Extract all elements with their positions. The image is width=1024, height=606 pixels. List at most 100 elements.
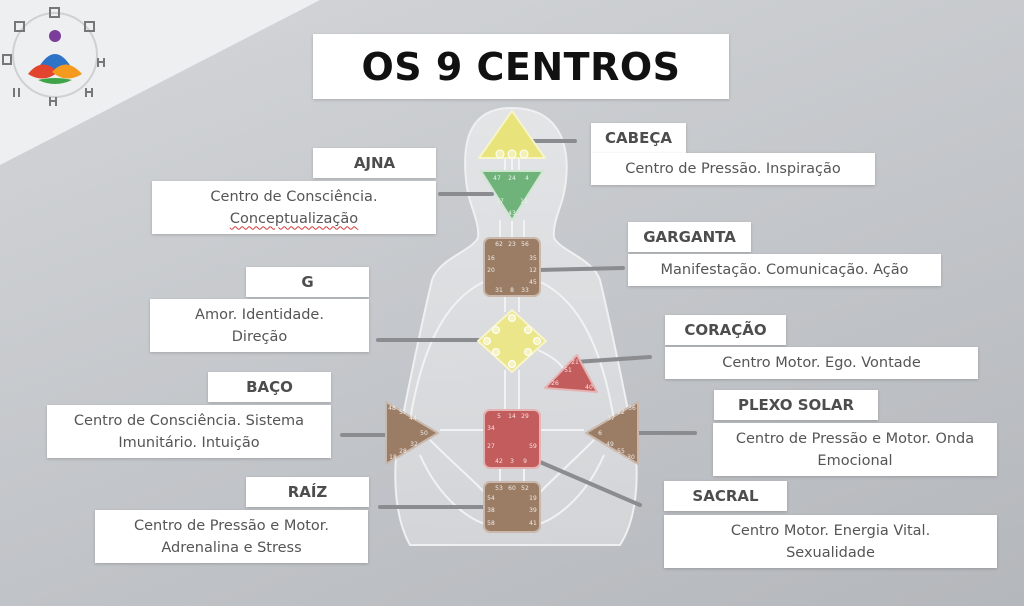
gate-4: 4 (525, 175, 529, 182)
center-desc-g: Amor. Identidade. Direção (150, 299, 369, 352)
ajna-center-shape (480, 170, 544, 221)
gate-43: 43 (508, 210, 516, 217)
center-desc-raiz: Centro de Pressão e Motor. Adrenalina e … (95, 510, 368, 563)
gate-54: 54 (487, 495, 495, 502)
gate-18: 18 (389, 454, 397, 461)
gate-22: 22 (617, 409, 625, 416)
throat-center: 62 23 56 16 35 20 12 45 31 8 33 (483, 237, 541, 297)
gate-57: 57 (399, 409, 407, 416)
desc-line: Direção (231, 328, 288, 345)
g-center-shape (477, 309, 547, 373)
gate-32: 32 (410, 441, 418, 448)
gate-3: 3 (510, 458, 514, 465)
gate-44: 44 (409, 415, 417, 422)
gate-35: 35 (529, 255, 537, 262)
gate-5: 5 (497, 413, 501, 420)
solar-plexus-center-shape (585, 401, 639, 465)
desc-line: Centro de Pressão. Inspiração (625, 161, 841, 177)
spleen-center: 48 57 44 50 32 28 18 (385, 401, 439, 465)
heart-center: 21 51 26 40 (544, 354, 598, 393)
desc-line: Conceptualização (229, 210, 359, 227)
gate-11: 11 (520, 198, 528, 205)
gate-52: 52 (521, 485, 529, 492)
gate-47: 47 (493, 175, 501, 182)
spleen-center-shape (385, 401, 439, 465)
center-desc-coracao: Centro Motor. Ego. Vontade (665, 347, 978, 379)
gate-19: 19 (529, 495, 537, 502)
gate-45: 45 (529, 279, 537, 286)
gate-48: 48 (388, 405, 396, 412)
gate-51: 51 (564, 367, 572, 374)
g-center (477, 309, 547, 373)
gate-14: 14 (508, 413, 516, 420)
heart-center-shape (544, 354, 598, 393)
gate-36: 36 (628, 405, 636, 412)
center-desc-sacral: Centro Motor. Energia Vital. Sexualidade (664, 515, 997, 568)
center-name-plexo: PLEXO SOLAR (714, 390, 878, 420)
gate-60: 60 (508, 485, 516, 492)
desc-line: Centro de Pressão e Motor. Onda (735, 430, 975, 447)
gate-38: 38 (487, 507, 495, 514)
gate-42: 42 (495, 458, 503, 465)
gate-6: 6 (598, 430, 602, 437)
gate-55: 55 (617, 448, 625, 455)
desc-line: Centro de Consciência. (210, 188, 378, 205)
gate-41: 41 (529, 520, 537, 527)
gate-37: 37 (607, 415, 615, 422)
page-title: OS 9 CENTROS (313, 34, 729, 99)
center-name-baco: BAÇO (208, 372, 331, 402)
gate-62: 62 (495, 241, 503, 248)
desc-line: Centro Motor. Ego. Vontade (722, 355, 921, 371)
center-desc-baco: Centro de Consciência. Sistema Imunitári… (47, 405, 331, 458)
center-name-raiz: RAÍZ (246, 477, 369, 507)
center-name-coracao: CORAÇÃO (665, 315, 786, 345)
gate-16: 16 (487, 255, 495, 262)
gate-49: 49 (606, 441, 614, 448)
center-desc-cabeca: Centro de Pressão. Inspiração (591, 153, 875, 185)
center-name-cabeca: CABEÇA (591, 123, 686, 153)
gate-17: 17 (496, 198, 504, 205)
sacral-center: 5 14 29 34 59 27 42 3 9 (483, 409, 541, 469)
center-desc-ajna: Centro de Consciência. Conceptualização (152, 181, 436, 234)
human-design-logo-icon (2, 7, 105, 106)
gate-34: 34 (487, 425, 495, 432)
gate-39: 39 (529, 507, 537, 514)
gate-23: 23 (508, 241, 516, 248)
gate-8: 8 (510, 287, 514, 294)
gate-50: 50 (420, 430, 428, 437)
gate-21: 21 (571, 359, 579, 366)
ajna-center: 47 24 4 17 11 43 (480, 170, 544, 221)
gate-28: 28 (399, 448, 407, 455)
sacral-center-shape (483, 409, 541, 469)
desc-line: Adrenalina e Stress (161, 539, 302, 556)
throat-center-shape (483, 237, 541, 297)
gate-9: 9 (523, 458, 527, 465)
gate-59: 59 (529, 443, 537, 450)
gate-24: 24 (508, 175, 516, 182)
center-desc-plexo: Centro de Pressão e Motor. Onda Emociona… (713, 423, 997, 476)
center-name-garganta: GARGANTA (628, 222, 751, 252)
desc-line: Amor. Identidade. (195, 306, 324, 323)
gate-30: 30 (627, 454, 635, 461)
gate-40: 40 (585, 384, 593, 391)
desc-line: Sexualidade (786, 544, 875, 561)
gate-27: 27 (487, 443, 495, 450)
gate-31: 31 (495, 287, 503, 294)
head-center (478, 110, 546, 159)
center-name-g: G (246, 267, 369, 297)
desc-line: Centro Motor. Energia Vital. (730, 522, 931, 539)
solar-plexus-center: 36 22 37 6 49 55 30 (585, 401, 639, 465)
gate-20: 20 (487, 267, 495, 274)
center-name-ajna: AJNA (313, 148, 436, 178)
gate-12: 12 (529, 267, 537, 274)
gate-56: 56 (521, 241, 529, 248)
center-desc-garganta: Manifestação. Comunicação. Ação (628, 254, 941, 286)
gate-58: 58 (487, 520, 495, 527)
root-center: 53 60 52 54 19 38 39 58 41 (483, 481, 541, 533)
desc-line: Centro de Consciência. Sistema (73, 412, 305, 429)
desc-line: Centro de Pressão e Motor. (133, 517, 329, 534)
gate-33: 33 (521, 287, 529, 294)
